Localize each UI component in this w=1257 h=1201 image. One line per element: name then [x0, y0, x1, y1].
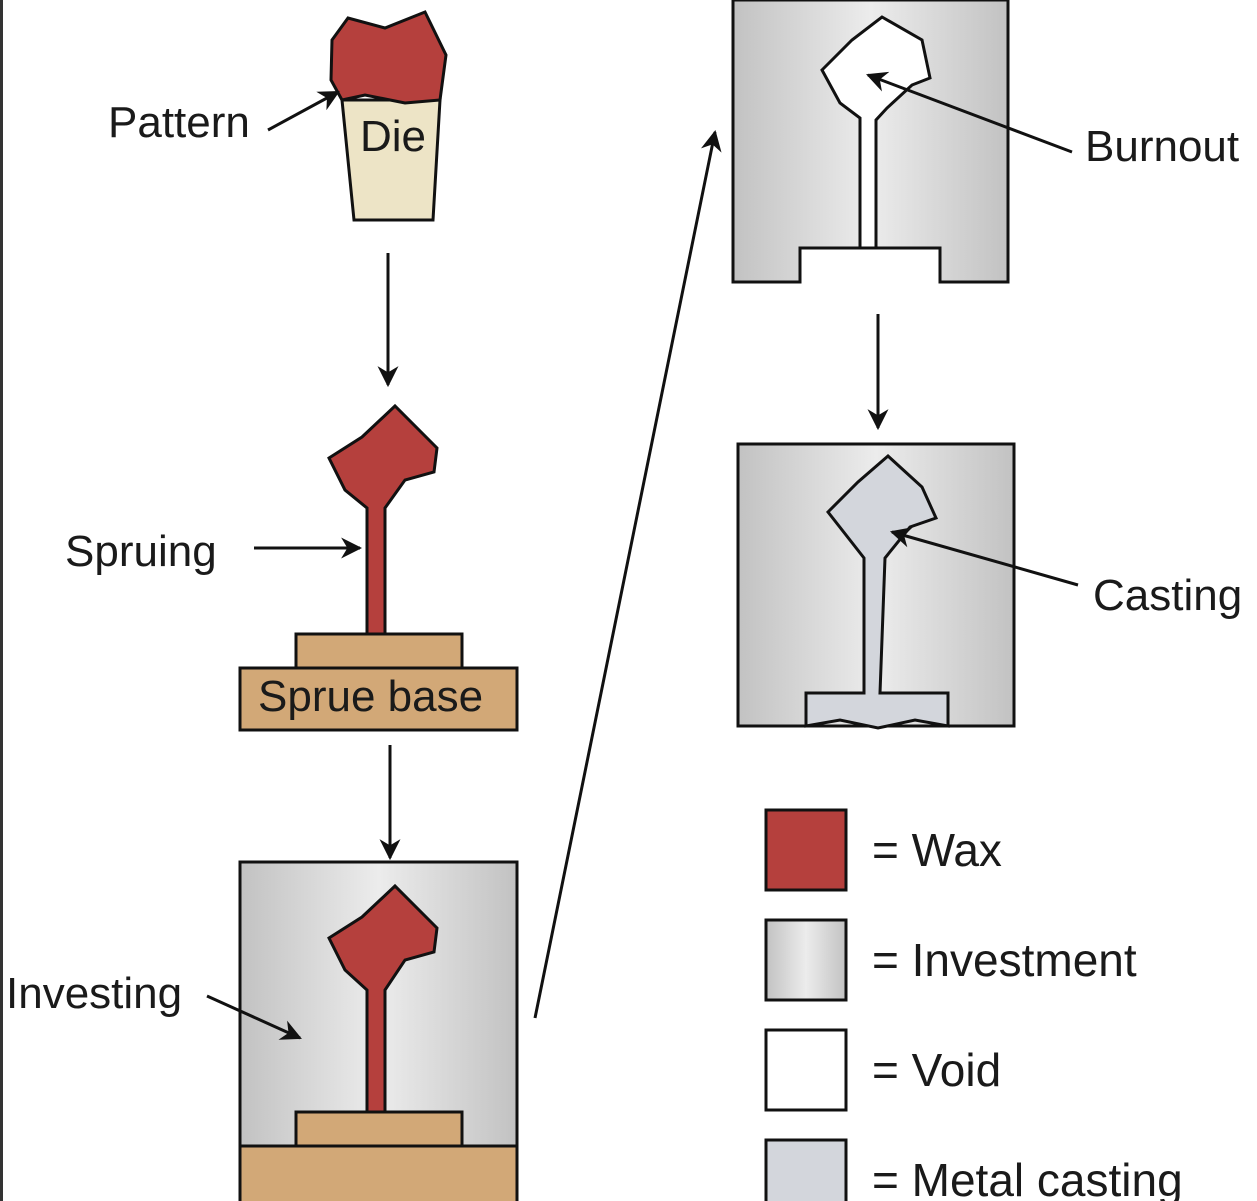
stage-burnout: Burnout [731, 0, 1239, 284]
left-border [0, 0, 3, 1201]
burnout-pointer-arrow [866, 71, 1073, 154]
legend: = Wax = Investment = Void = Metal castin… [764, 808, 1183, 1201]
pattern-pointer-arrow [267, 90, 340, 132]
stage-pattern: Die Pattern [108, 10, 448, 222]
investing-sprue-base [238, 1144, 519, 1201]
die-label: Die [360, 112, 426, 161]
wax-pattern [329, 10, 448, 105]
spruing-label: Spruing [65, 527, 217, 576]
stage-investing: Investing [6, 860, 519, 1201]
legend-label-metal: = Metal casting [872, 1154, 1183, 1201]
sprue-base-top [294, 632, 464, 670]
metal-casting [804, 453, 950, 730]
legend-label-wax: = Wax [872, 824, 1002, 876]
casting-pointer-arrow [889, 527, 1079, 587]
burnout-void [820, 15, 932, 250]
burnout-label: Burnout [1085, 122, 1239, 171]
casting-label: Casting [1093, 571, 1242, 620]
investing-label: Investing [6, 969, 182, 1018]
legend-swatch-void [764, 1028, 848, 1112]
investing-pointer-arrow [206, 994, 302, 1040]
sprue-base-label: Sprue base [258, 672, 483, 721]
legend-swatch-investment [764, 918, 848, 1002]
legend-swatch-metal [764, 1138, 848, 1201]
stage-spruing: Sprue base Spruing [65, 403, 519, 732]
legend-swatch-wax [764, 808, 848, 892]
pattern-label: Pattern [108, 98, 250, 147]
wax-pattern-sprued [327, 403, 439, 636]
wax-pattern-invested [327, 883, 439, 1114]
investing-sprue-base-top [294, 1110, 464, 1148]
sprue-base [238, 666, 519, 732]
legend-label-investment: = Investment [872, 934, 1137, 986]
legend-label-void: = Void [872, 1044, 1001, 1096]
stage-casting: Casting [736, 442, 1242, 730]
flow-arrow-3 [533, 129, 722, 1019]
